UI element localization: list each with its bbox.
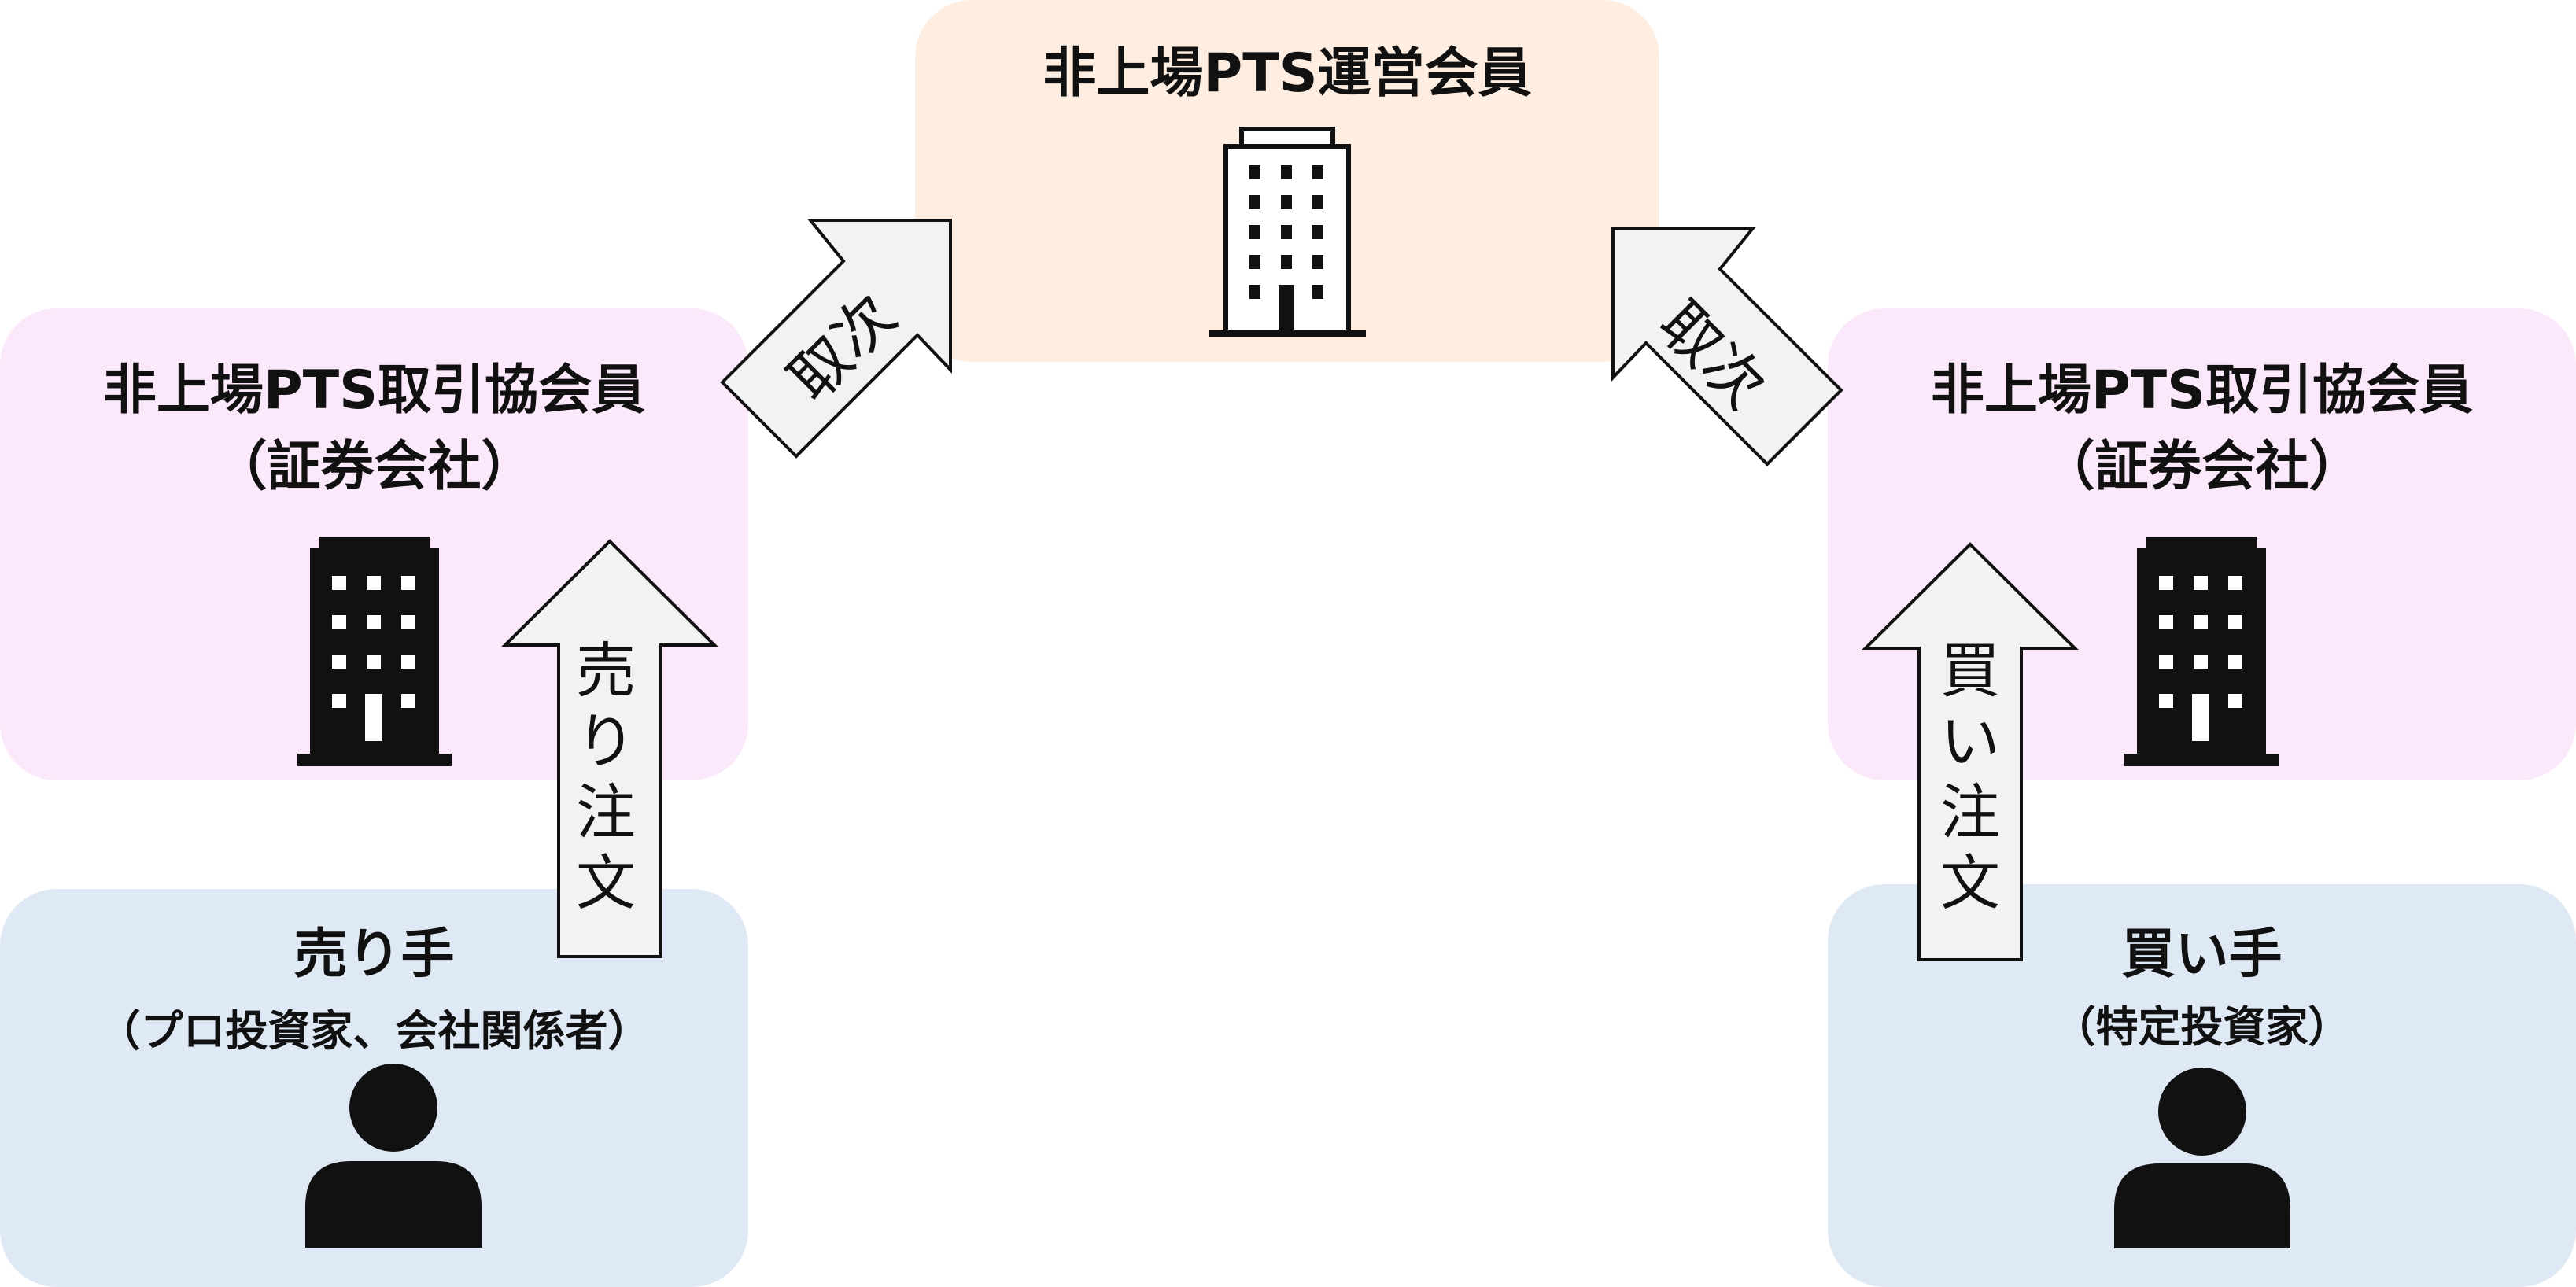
building-solid-icon (2124, 537, 2279, 766)
buyer-title: 買い手 (2121, 924, 2283, 986)
sell-order-label: 売 り 注 文 (576, 636, 636, 918)
seller-subtitle: （プロ投資家、会社関係者） (98, 1006, 651, 1056)
sell-order-arrow (501, 539, 718, 958)
operator-title: 非上場PTS運営会員 (1043, 42, 1532, 105)
buy-order-label: 買 い 注 文 (1940, 636, 2000, 918)
building-outline-icon (1209, 127, 1366, 337)
member-right-title: 非上場PTS取引協会員 (1930, 360, 2474, 422)
relay-right-arrow (1611, 227, 1843, 466)
member-left-subtitle: （証券会社） (213, 436, 535, 498)
seller-title: 売り手 (293, 924, 455, 986)
member-left-title: 非上場PTS取引協会員 (102, 360, 646, 422)
buy-order-arrow (1862, 542, 2079, 961)
person-icon (2114, 1068, 2290, 1248)
member-right-subtitle: （証券会社） (2041, 436, 2363, 498)
person-icon (305, 1064, 482, 1248)
buyer-subtitle: （特定投資家） (2053, 1002, 2351, 1052)
building-solid-icon (297, 537, 452, 766)
relay-left-arrow (720, 219, 952, 459)
